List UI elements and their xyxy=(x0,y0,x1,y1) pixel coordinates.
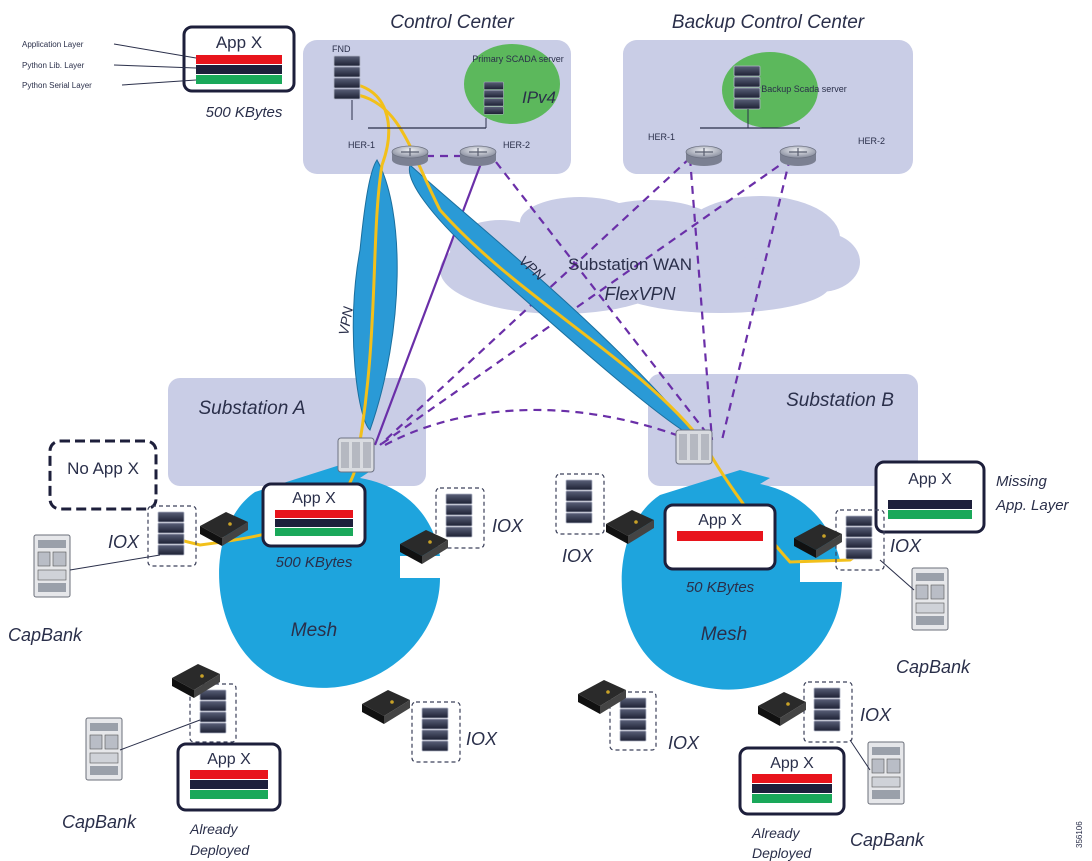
already-deployed-b-1: Already xyxy=(751,825,800,841)
substation-b-bottom-app-box: App X xyxy=(738,746,846,816)
control-center-title: Control Center xyxy=(390,12,514,33)
bc-her1-router-icon xyxy=(685,145,723,167)
cc-her1-router-icon xyxy=(391,145,429,167)
substation-b-size: 50 KBytes xyxy=(686,579,755,596)
mesh-a-label: Mesh xyxy=(291,620,337,641)
capbank-b-right: CapBank xyxy=(896,657,971,677)
backup-center-title: Backup Control Center xyxy=(672,12,865,33)
no-app-box: No App X xyxy=(48,439,158,511)
substation-a-box xyxy=(168,378,426,486)
capbank-b-bottom: CapBank xyxy=(850,830,925,850)
legend-app-box: App X xyxy=(182,25,296,93)
already-deployed-a-2: Deployed xyxy=(190,842,250,858)
substation-b-title: Substation B xyxy=(786,390,894,411)
substation-b-router-icon xyxy=(675,429,713,465)
fnd-label: FND xyxy=(332,44,351,54)
bc-her2-router-icon xyxy=(779,145,817,167)
iox-b-left: IOX xyxy=(562,546,594,566)
primary-scada-label: Primary SCADA server xyxy=(472,54,564,64)
substation-a-app-box: App X xyxy=(261,482,367,548)
missing-app-box: App X xyxy=(874,460,986,534)
already-deployed-a-1: Already xyxy=(189,821,238,837)
iox-a-right: IOX xyxy=(492,516,524,536)
legend-layer-python-serial: Python Serial Layer xyxy=(22,81,92,90)
no-app-label: No App X xyxy=(67,459,139,478)
missing-app-label: App X xyxy=(908,471,952,488)
vpn-label-a: VPN xyxy=(335,305,356,337)
ipv4-label: IPv4 xyxy=(522,88,556,107)
substation-b-app-box: App X xyxy=(663,503,777,571)
legend-size-label: 500 KBytes xyxy=(206,104,283,121)
substation-b-bottom-app-label: App X xyxy=(770,755,814,772)
figure-id: 356106 xyxy=(1075,821,1084,848)
substation-b-app-label: App X xyxy=(698,512,742,529)
iox-b-bottom-right: IOX xyxy=(860,705,892,725)
legend-layer-red xyxy=(196,55,282,64)
iox-a-bottom: IOX xyxy=(466,729,498,749)
bc-her2-label: HER-2 xyxy=(858,136,885,146)
already-deployed-b-2: Deployed xyxy=(752,845,812,861)
substation-a-title: Substation A xyxy=(198,398,305,419)
substation-b-box xyxy=(648,374,918,486)
wan-label: Substation WAN xyxy=(568,255,692,274)
backup-scada-label: Backup Scada server xyxy=(761,84,847,94)
cc-her2-router-icon xyxy=(459,145,497,167)
legend-layer-green xyxy=(196,75,282,84)
vpn-tunnel-b xyxy=(408,164,702,442)
substation-a-app-label: App X xyxy=(292,490,336,507)
iox-b-bottom-left: IOX xyxy=(668,733,700,753)
legend-layer-application: Application Layer xyxy=(22,40,84,49)
capbank-a-bottom: CapBank xyxy=(62,812,137,832)
iox-b-right: IOX xyxy=(890,536,922,556)
substation-a-devices xyxy=(33,487,485,781)
substation-b-devices xyxy=(555,473,949,805)
flexvpn-label: FlexVPN xyxy=(604,284,676,304)
substation-a-size: 500 KBytes xyxy=(276,554,353,571)
vpn-tunnel-a xyxy=(352,159,398,431)
substation-a-router-icon xyxy=(337,437,375,473)
cc-her2-label: HER-2 xyxy=(503,140,530,150)
primary-scada-text: Primary SCADA server xyxy=(472,54,564,64)
legend-layer-python-lib: Python Lib. Layer xyxy=(22,61,85,70)
legend-app-label: App X xyxy=(216,33,262,52)
iox-a-left: IOX xyxy=(108,532,140,552)
missing-text-2: App. Layer xyxy=(995,497,1070,514)
substation-a-bottom-app-box: App X xyxy=(176,742,282,812)
mesh-b-label: Mesh xyxy=(701,624,747,645)
substation-a-bottom-app-label: App X xyxy=(207,751,251,768)
capbank-a-left: CapBank xyxy=(8,625,83,645)
bc-her1-label: HER-1 xyxy=(648,132,675,142)
missing-text-1: Missing xyxy=(996,473,1048,490)
cc-her1-label: HER-1 xyxy=(348,140,375,150)
legend-layer-dark xyxy=(196,65,282,74)
